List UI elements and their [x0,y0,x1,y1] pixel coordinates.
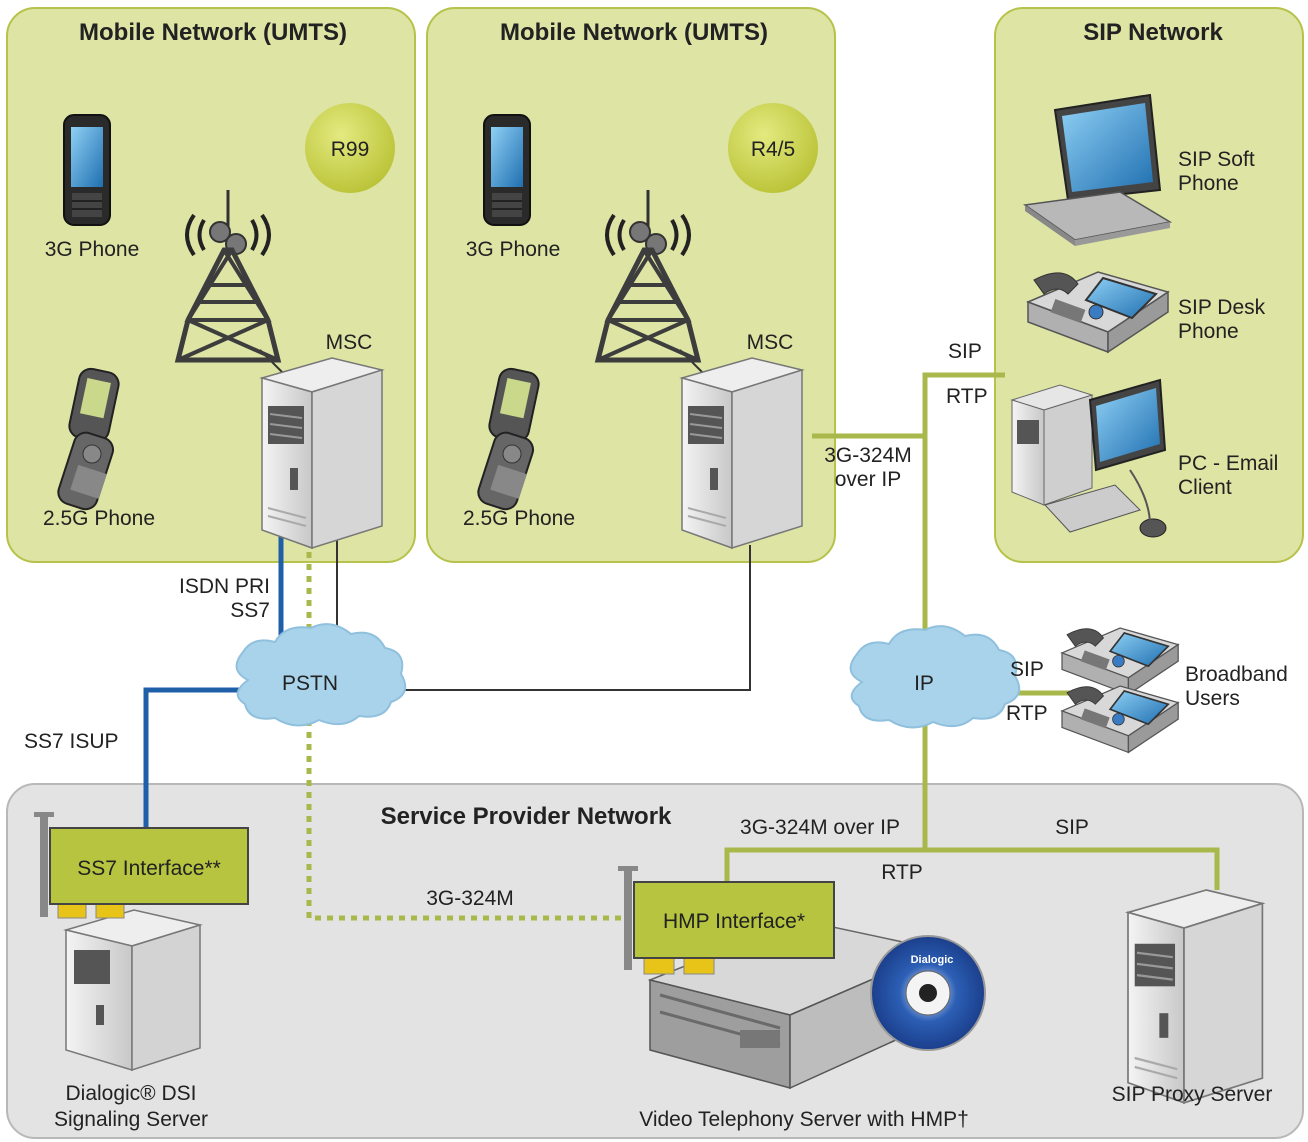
provider-title: Service Provider Network [381,803,672,830]
rtp-bb-label: RTP [1006,702,1048,725]
sip-bb-label: SIP [1010,658,1044,681]
pc-icon [1010,378,1167,538]
phone-3g-a-icon [63,114,111,226]
broadband-phone-1-icon [1061,627,1180,696]
phone-25g-b-label: 2.5G Phone [463,507,575,530]
dsi-label-1: Dialogic® DSI [65,1082,196,1105]
r99-badge [305,103,395,193]
g324-label: 3G-324M [426,887,514,910]
laptop-icon [1023,93,1173,246]
sip-right-label: SIP [1055,816,1089,839]
r45-badge-label: R4/5 [751,138,795,161]
msc-b-pstn-link [368,545,751,691]
isdn-label-2: SS7 [230,599,270,622]
msc-b-server-icon [681,357,803,549]
r45-badge [728,103,818,193]
msc-b-label: MSC [747,331,794,354]
broadband-label-2: Users [1185,687,1240,710]
ss7-card-icon [34,812,249,919]
sip-desk-label-2: Phone [1178,320,1239,343]
ip-label: IP [914,672,934,695]
cd-brand-label: Dialogic [911,954,954,966]
msc-a-label: MSC [326,331,373,354]
ip-cloud-icon [849,625,1021,729]
sip-top-label: SIP [948,340,982,363]
pc-email-label-1: PC - Email [1178,452,1278,475]
g324-ip-label-1: 3G-324M [824,444,912,467]
sip-proxy-server-icon [1126,888,1264,1104]
video-server-label: Video Telephony Server with HMP† [639,1108,969,1131]
msc-a-server-icon [261,357,383,549]
rtp-mid-label: RTP [881,861,923,884]
rtp-top-label: RTP [946,385,988,408]
sip-soft-label-2: Phone [1178,172,1239,195]
broadband-label-1: Broadband [1185,663,1288,686]
sip-desk-label-1: SIP Desk [1178,296,1266,319]
ss7-isup-link [143,687,245,830]
sip-proxy-link [925,847,1220,890]
g324-over-ip-label: 3G-324M over IP [740,816,900,839]
phone-3g-a-label: 3G Phone [45,238,140,261]
sip-soft-label-1: SIP Soft [1178,148,1255,171]
phone-3g-b-icon [483,114,531,226]
g324-ip-label-2: over IP [835,468,902,491]
umts-r45-title: Mobile Network (UMTS) [500,19,768,46]
ss7-card-label: SS7 Interface** [77,857,221,880]
umts-r99-title: Mobile Network (UMTS) [79,19,347,46]
broadband-phone-2-icon [1061,685,1180,754]
pstn-label: PSTN [282,672,338,695]
phone-3g-b-label: 3G Phone [466,238,561,261]
dsi-server-icon [63,909,203,1072]
phone-25g-a-label: 2.5G Phone [43,507,155,530]
hmp-card-label: HMP Interface* [663,910,805,933]
ss7-isup-label: SS7 ISUP [24,730,119,753]
sip-proxy-label: SIP Proxy Server [1112,1083,1273,1106]
dialogic-cd-icon [870,935,986,1051]
g324-dotted-link [306,528,628,921]
sip-network-title: SIP Network [1083,19,1223,46]
pc-email-label-2: Client [1178,476,1232,499]
r99-badge-label: R99 [331,138,370,161]
isdn-label-1: ISDN PRI [179,575,270,598]
hmp-card-icon [618,866,835,975]
dsi-label-2: Signaling Server [54,1108,208,1131]
